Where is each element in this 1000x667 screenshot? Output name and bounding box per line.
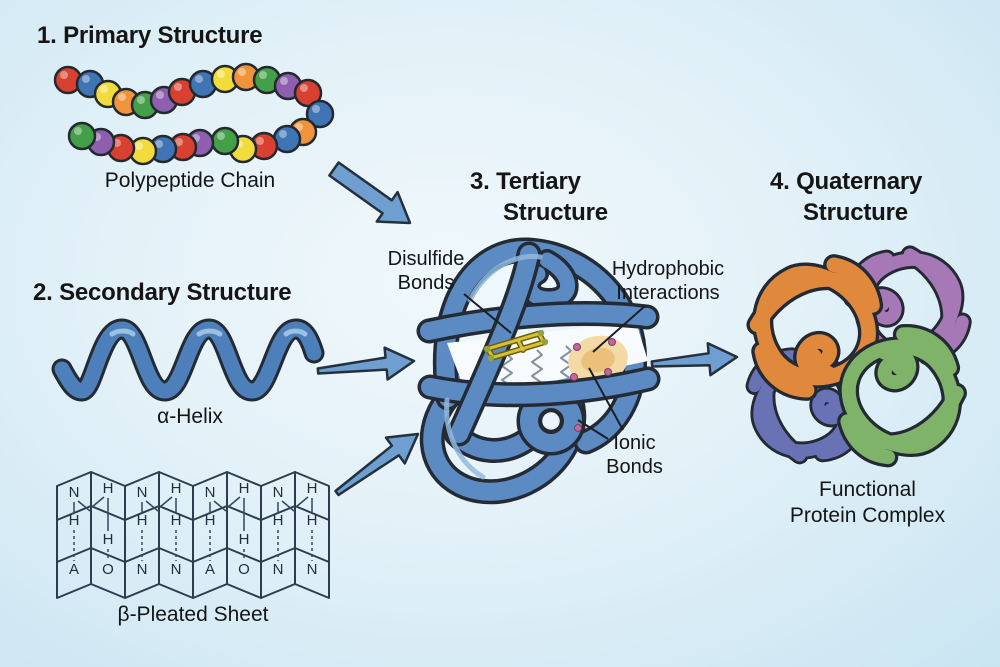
svg-text:O: O xyxy=(238,561,250,578)
quaternary-subunit-orange xyxy=(745,257,890,399)
alpha-helix-ribbon xyxy=(62,329,314,391)
arrow-sheet-to-tertiary xyxy=(336,434,419,495)
quaternary-heading-line1: 4. Quaternary xyxy=(770,166,922,197)
secondary-heading: 2. Secondary Structure xyxy=(33,279,291,307)
hydrophobic-label: Hydrophobic Interactions xyxy=(600,257,736,305)
svg-text:H: H xyxy=(137,512,148,529)
svg-text:H: H xyxy=(205,512,216,529)
beta-sheet-graphic xyxy=(57,472,329,598)
svg-text:N: N xyxy=(273,484,284,501)
svg-text:H: H xyxy=(239,531,250,548)
svg-text:N: N xyxy=(307,561,318,578)
arrow-helix-to-tertiary xyxy=(318,348,414,380)
svg-text:A: A xyxy=(69,561,79,578)
svg-text:H: H xyxy=(307,512,318,529)
svg-text:N: N xyxy=(171,561,182,578)
disulfide-label-line2: Bonds xyxy=(380,271,472,295)
disulfide-label: Disulfide Bonds xyxy=(380,247,472,295)
tertiary-heading-line2: Structure xyxy=(503,197,608,228)
svg-text:N: N xyxy=(137,484,148,501)
polypeptide-bead-chain xyxy=(55,64,333,164)
svg-text:N: N xyxy=(205,484,216,501)
quaternary-heading: 4. Quaternary Structure xyxy=(770,166,922,228)
amino-acid-bead-green xyxy=(69,123,95,149)
quaternary-heading-line2: Structure xyxy=(803,197,922,228)
hydrophobic-label-line1: Hydrophobic xyxy=(600,257,736,281)
svg-text:H: H xyxy=(103,531,114,548)
disulfide-label-line1: Disulfide xyxy=(380,247,472,271)
svg-text:H: H xyxy=(307,480,318,497)
svg-text:O: O xyxy=(102,561,114,578)
svg-text:H: H xyxy=(273,512,284,529)
svg-text:H: H xyxy=(239,480,250,497)
hydrophobic-label-line2: Interactions xyxy=(600,281,736,305)
svg-text:H: H xyxy=(69,512,80,529)
amino-acid-bead-green xyxy=(212,128,238,154)
svg-text:H: H xyxy=(103,480,114,497)
ionic-label-line1: Ionic xyxy=(582,431,687,455)
svg-text:H: H xyxy=(171,480,182,497)
ionic-label: Ionic Bonds xyxy=(582,431,687,479)
beta-sheet-caption: β-Pleated Sheet xyxy=(108,603,278,627)
quaternary-complex xyxy=(745,244,972,467)
arrow-primary-to-tertiary xyxy=(329,163,410,224)
svg-text:H: H xyxy=(171,512,182,529)
alpha-helix-caption: α-Helix xyxy=(130,405,250,429)
arrow-tertiary-to-quaternary xyxy=(652,343,737,375)
primary-heading: 1. Primary Structure xyxy=(37,22,262,50)
functional-caption-line2: Protein Complex xyxy=(765,503,970,529)
functional-caption-line1: Functional xyxy=(765,477,970,503)
ionic-label-line2: Bonds xyxy=(582,455,687,479)
functional-complex-caption: Functional Protein Complex xyxy=(765,477,970,529)
svg-text:N: N xyxy=(69,484,80,501)
svg-text:N: N xyxy=(273,561,284,578)
svg-text:A: A xyxy=(205,561,215,578)
polypeptide-caption: Polypeptide Chain xyxy=(90,169,290,193)
svg-text:N: N xyxy=(137,561,148,578)
tertiary-heading-line1: 3. Tertiary xyxy=(470,166,608,197)
tertiary-heading: 3. Tertiary Structure xyxy=(470,166,608,228)
